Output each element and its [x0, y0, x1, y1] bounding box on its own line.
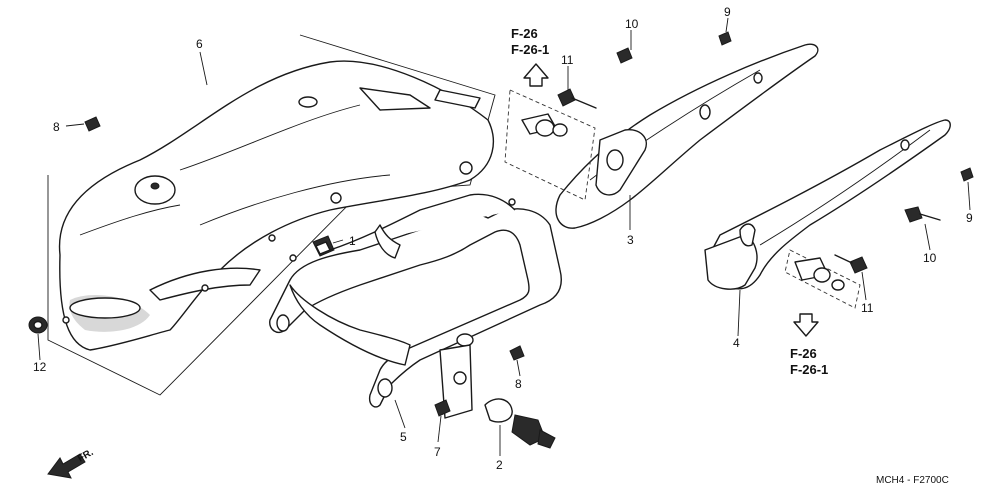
callout-9-lower: 9	[966, 211, 973, 225]
rear-frame-bracket	[269, 193, 562, 419]
callout-11-upper: 11	[561, 53, 574, 67]
callout-12: 12	[33, 360, 47, 374]
callout-6: 6	[196, 37, 203, 51]
callout-1: 1	[349, 234, 356, 248]
fasteners	[28, 31, 974, 449]
front-direction-label: FR.	[76, 447, 96, 465]
reference-lower-line1: F-26	[790, 346, 817, 361]
callout-11-lower: 11	[861, 301, 874, 315]
callout-5: 5	[400, 430, 407, 444]
callout-7: 7	[434, 445, 441, 459]
callout-3: 3	[627, 233, 634, 247]
collar-assemblies	[504, 89, 861, 309]
leader-lines	[37, 17, 971, 456]
front-direction-arrow: FR.	[47, 447, 96, 479]
callout-4: 4	[733, 336, 740, 350]
callout-10-lower: 10	[923, 251, 937, 265]
callout-2: 2	[496, 458, 503, 472]
reference-upper-line1: F-26	[511, 26, 538, 41]
diagram-code: MCH4 - F2700C	[876, 475, 949, 486]
callout-8-upper: 8	[53, 120, 60, 134]
reference-lower-line2: F-26-1	[790, 362, 828, 377]
clip-part-1	[312, 235, 335, 257]
callout-9-upper: 9	[724, 5, 731, 19]
reference-arrow-down	[793, 313, 819, 337]
callout-10-upper: 10	[625, 17, 639, 31]
rear-fender-cowl	[47, 34, 496, 396]
reference-arrow-up	[523, 63, 549, 87]
reference-upper-line2: F-26-1	[511, 42, 549, 57]
grab-rail-left	[704, 119, 951, 290]
callout-8-lower: 8	[515, 377, 522, 391]
grab-rail-right	[555, 43, 819, 229]
